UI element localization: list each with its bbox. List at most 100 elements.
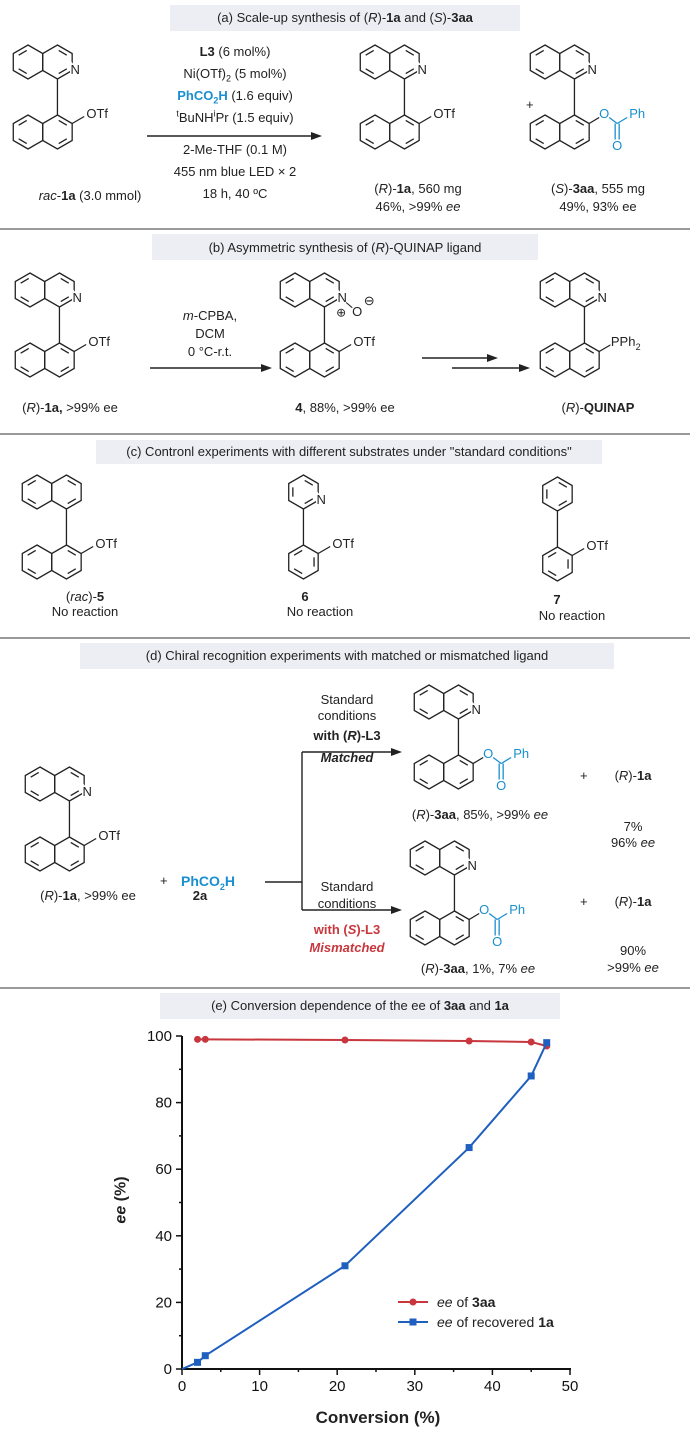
sm-label: rac-1a (3.0 mmol) bbox=[38, 188, 142, 203]
double-bond bbox=[27, 549, 37, 556]
nitrogen-label: N bbox=[82, 784, 91, 799]
x-tick-label: 20 bbox=[329, 1378, 346, 1395]
double-bond bbox=[70, 841, 80, 848]
double-bond bbox=[585, 277, 595, 284]
multistep-arrow-head bbox=[519, 364, 530, 372]
double-bond bbox=[455, 934, 465, 941]
matched-recovered: (R)-1a bbox=[614, 768, 652, 783]
double-bond bbox=[70, 771, 80, 778]
data-point bbox=[465, 1144, 473, 1152]
acid-label: 2a bbox=[192, 888, 208, 903]
ester-oxygen-label: O bbox=[483, 746, 493, 761]
section-c-title-box bbox=[96, 440, 602, 464]
data-point bbox=[527, 1038, 535, 1046]
nitrogen-label: N bbox=[72, 290, 81, 305]
y-tick-label: 40 bbox=[155, 1228, 172, 1245]
double-bond bbox=[58, 119, 68, 126]
y-tick-label: 100 bbox=[147, 1028, 172, 1045]
matched-rec-ee: 96% ee bbox=[610, 835, 656, 850]
double-bond bbox=[27, 568, 37, 575]
quinap-label: (R)-QUINAP bbox=[561, 400, 635, 415]
bond bbox=[608, 116, 618, 125]
double-bond bbox=[58, 138, 68, 145]
data-point bbox=[543, 1039, 551, 1047]
cond-light: 455 nm blue LED × 2 bbox=[173, 164, 297, 179]
section-c-title: (c) Contronl experiments with different … bbox=[126, 444, 572, 459]
bond bbox=[468, 912, 480, 921]
carbonyl-oxygen-label: O bbox=[612, 138, 622, 153]
section-e-title-box bbox=[160, 993, 560, 1019]
double-bond bbox=[18, 119, 28, 126]
substrate-7-result: No reaction bbox=[538, 608, 606, 623]
bond bbox=[472, 756, 484, 765]
x-tick-label: 10 bbox=[251, 1378, 268, 1395]
x-tick-label: 50 bbox=[562, 1378, 579, 1395]
mismatched-cond-line2: conditions bbox=[317, 896, 377, 911]
double-bond bbox=[545, 296, 555, 303]
double-bond bbox=[535, 49, 545, 56]
matched-product-label: (R)-3aa, 85%, >99% ee bbox=[411, 807, 549, 822]
double-bond bbox=[415, 934, 425, 941]
double-bond bbox=[455, 864, 465, 871]
product-3aa-label: (S)-3aa, 555 mg bbox=[551, 181, 645, 196]
divider bbox=[0, 433, 690, 435]
bond bbox=[338, 343, 352, 353]
bond bbox=[488, 912, 498, 921]
matched-cond-line1: Standard bbox=[320, 692, 374, 707]
plus-sign: + bbox=[160, 873, 168, 888]
cond-solvent: DCM bbox=[195, 326, 225, 341]
ester-oxygen-label: O bbox=[479, 902, 489, 917]
double-bond bbox=[365, 119, 375, 126]
double-bond bbox=[419, 759, 429, 766]
bond bbox=[598, 343, 612, 353]
data-point bbox=[201, 1035, 209, 1043]
benzoic-acid: PhCO2H bbox=[181, 873, 236, 892]
double-bond bbox=[67, 498, 77, 505]
cond-oxidant: m-CPBA, bbox=[182, 308, 238, 323]
bond bbox=[616, 116, 628, 125]
substrate-6-result: No reaction bbox=[286, 604, 354, 619]
mismatched-tag: Mismatched bbox=[309, 940, 385, 955]
double-bond bbox=[285, 366, 295, 373]
data-point bbox=[201, 1352, 209, 1360]
oxide-oxygen-label: O bbox=[352, 304, 362, 319]
substrate-6-label: 6 bbox=[301, 589, 309, 604]
double-bond bbox=[419, 708, 429, 715]
cond-ligand: L3 (6 mol%) bbox=[199, 44, 271, 59]
double-bond bbox=[27, 479, 37, 486]
double-bond bbox=[455, 915, 465, 922]
legend-label-1a: ee of recovered 1a bbox=[437, 1314, 554, 1330]
double-bond bbox=[459, 759, 469, 766]
legend-label-3aa: ee of 3aa bbox=[437, 1294, 496, 1310]
ester-oxygen-label: O bbox=[599, 106, 609, 121]
phenyl-label: Ph bbox=[629, 106, 645, 121]
data-point bbox=[527, 1072, 535, 1080]
y-tick-label: 0 bbox=[164, 1361, 172, 1378]
carbonyl-oxygen-label: O bbox=[496, 778, 506, 793]
nitrogen-label: N bbox=[587, 62, 596, 77]
cond-solvent: 2-Me-THF (0.1 M) bbox=[183, 142, 287, 157]
product-1a-label: (R)-1a, 560 mg bbox=[374, 181, 462, 196]
multistep-arrow-head bbox=[487, 354, 498, 362]
double-bond bbox=[535, 138, 545, 145]
double-bond bbox=[30, 771, 40, 778]
double-bond bbox=[67, 479, 77, 486]
double-bond bbox=[285, 277, 295, 284]
nitrogen-label: N bbox=[70, 62, 79, 77]
substrate-5-structure: OTf bbox=[21, 474, 119, 580]
double-bond bbox=[285, 296, 295, 303]
sm-label: (R)-1a, >99% ee bbox=[22, 400, 118, 415]
double-bond bbox=[419, 689, 429, 696]
double-bond bbox=[58, 68, 68, 75]
mismatched-rec-ee: >99% ee bbox=[607, 960, 659, 975]
double-bond bbox=[60, 347, 70, 354]
divider bbox=[0, 228, 690, 230]
matched-cond-line2: conditions bbox=[317, 708, 377, 723]
